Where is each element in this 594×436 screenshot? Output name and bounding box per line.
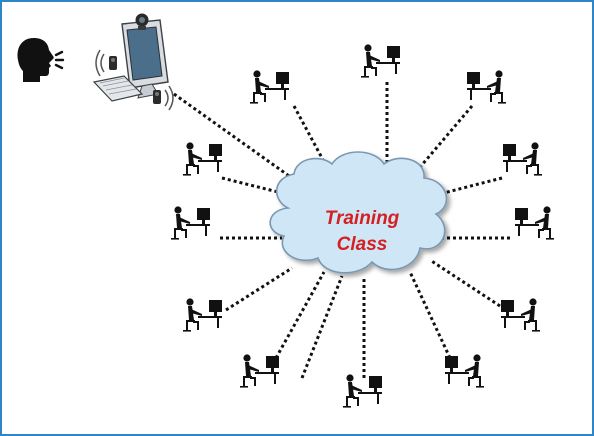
cloud-label-line2: Class <box>337 234 388 255</box>
user-at-computer-icon <box>503 142 542 175</box>
trainee-link <box>429 258 501 308</box>
user-at-computer-icon <box>361 44 400 78</box>
user-at-computer-icon <box>183 142 222 176</box>
trainee-link <box>274 271 326 359</box>
training-class-cloud <box>269 151 448 274</box>
trainee-link <box>225 266 293 312</box>
trainee-link <box>408 271 452 359</box>
user-at-computer-icon <box>183 298 222 332</box>
user-at-computer-icon <box>467 70 506 103</box>
user-at-computer-icon <box>343 374 382 408</box>
user-at-computer-icon <box>515 206 554 239</box>
user-at-computer-icon <box>445 354 484 387</box>
user-at-computer-icon <box>240 354 279 388</box>
trainee-link <box>300 275 344 379</box>
cloud-label-line1: Training <box>325 208 400 229</box>
speaking-head-icon <box>16 36 65 84</box>
user-at-computer-icon <box>250 70 289 104</box>
webcam-computer-icon <box>92 13 174 111</box>
instructor-link <box>173 92 307 190</box>
user-at-computer-icon <box>171 206 210 240</box>
user-at-computer-icon <box>501 298 540 331</box>
instructor-station <box>16 13 174 111</box>
